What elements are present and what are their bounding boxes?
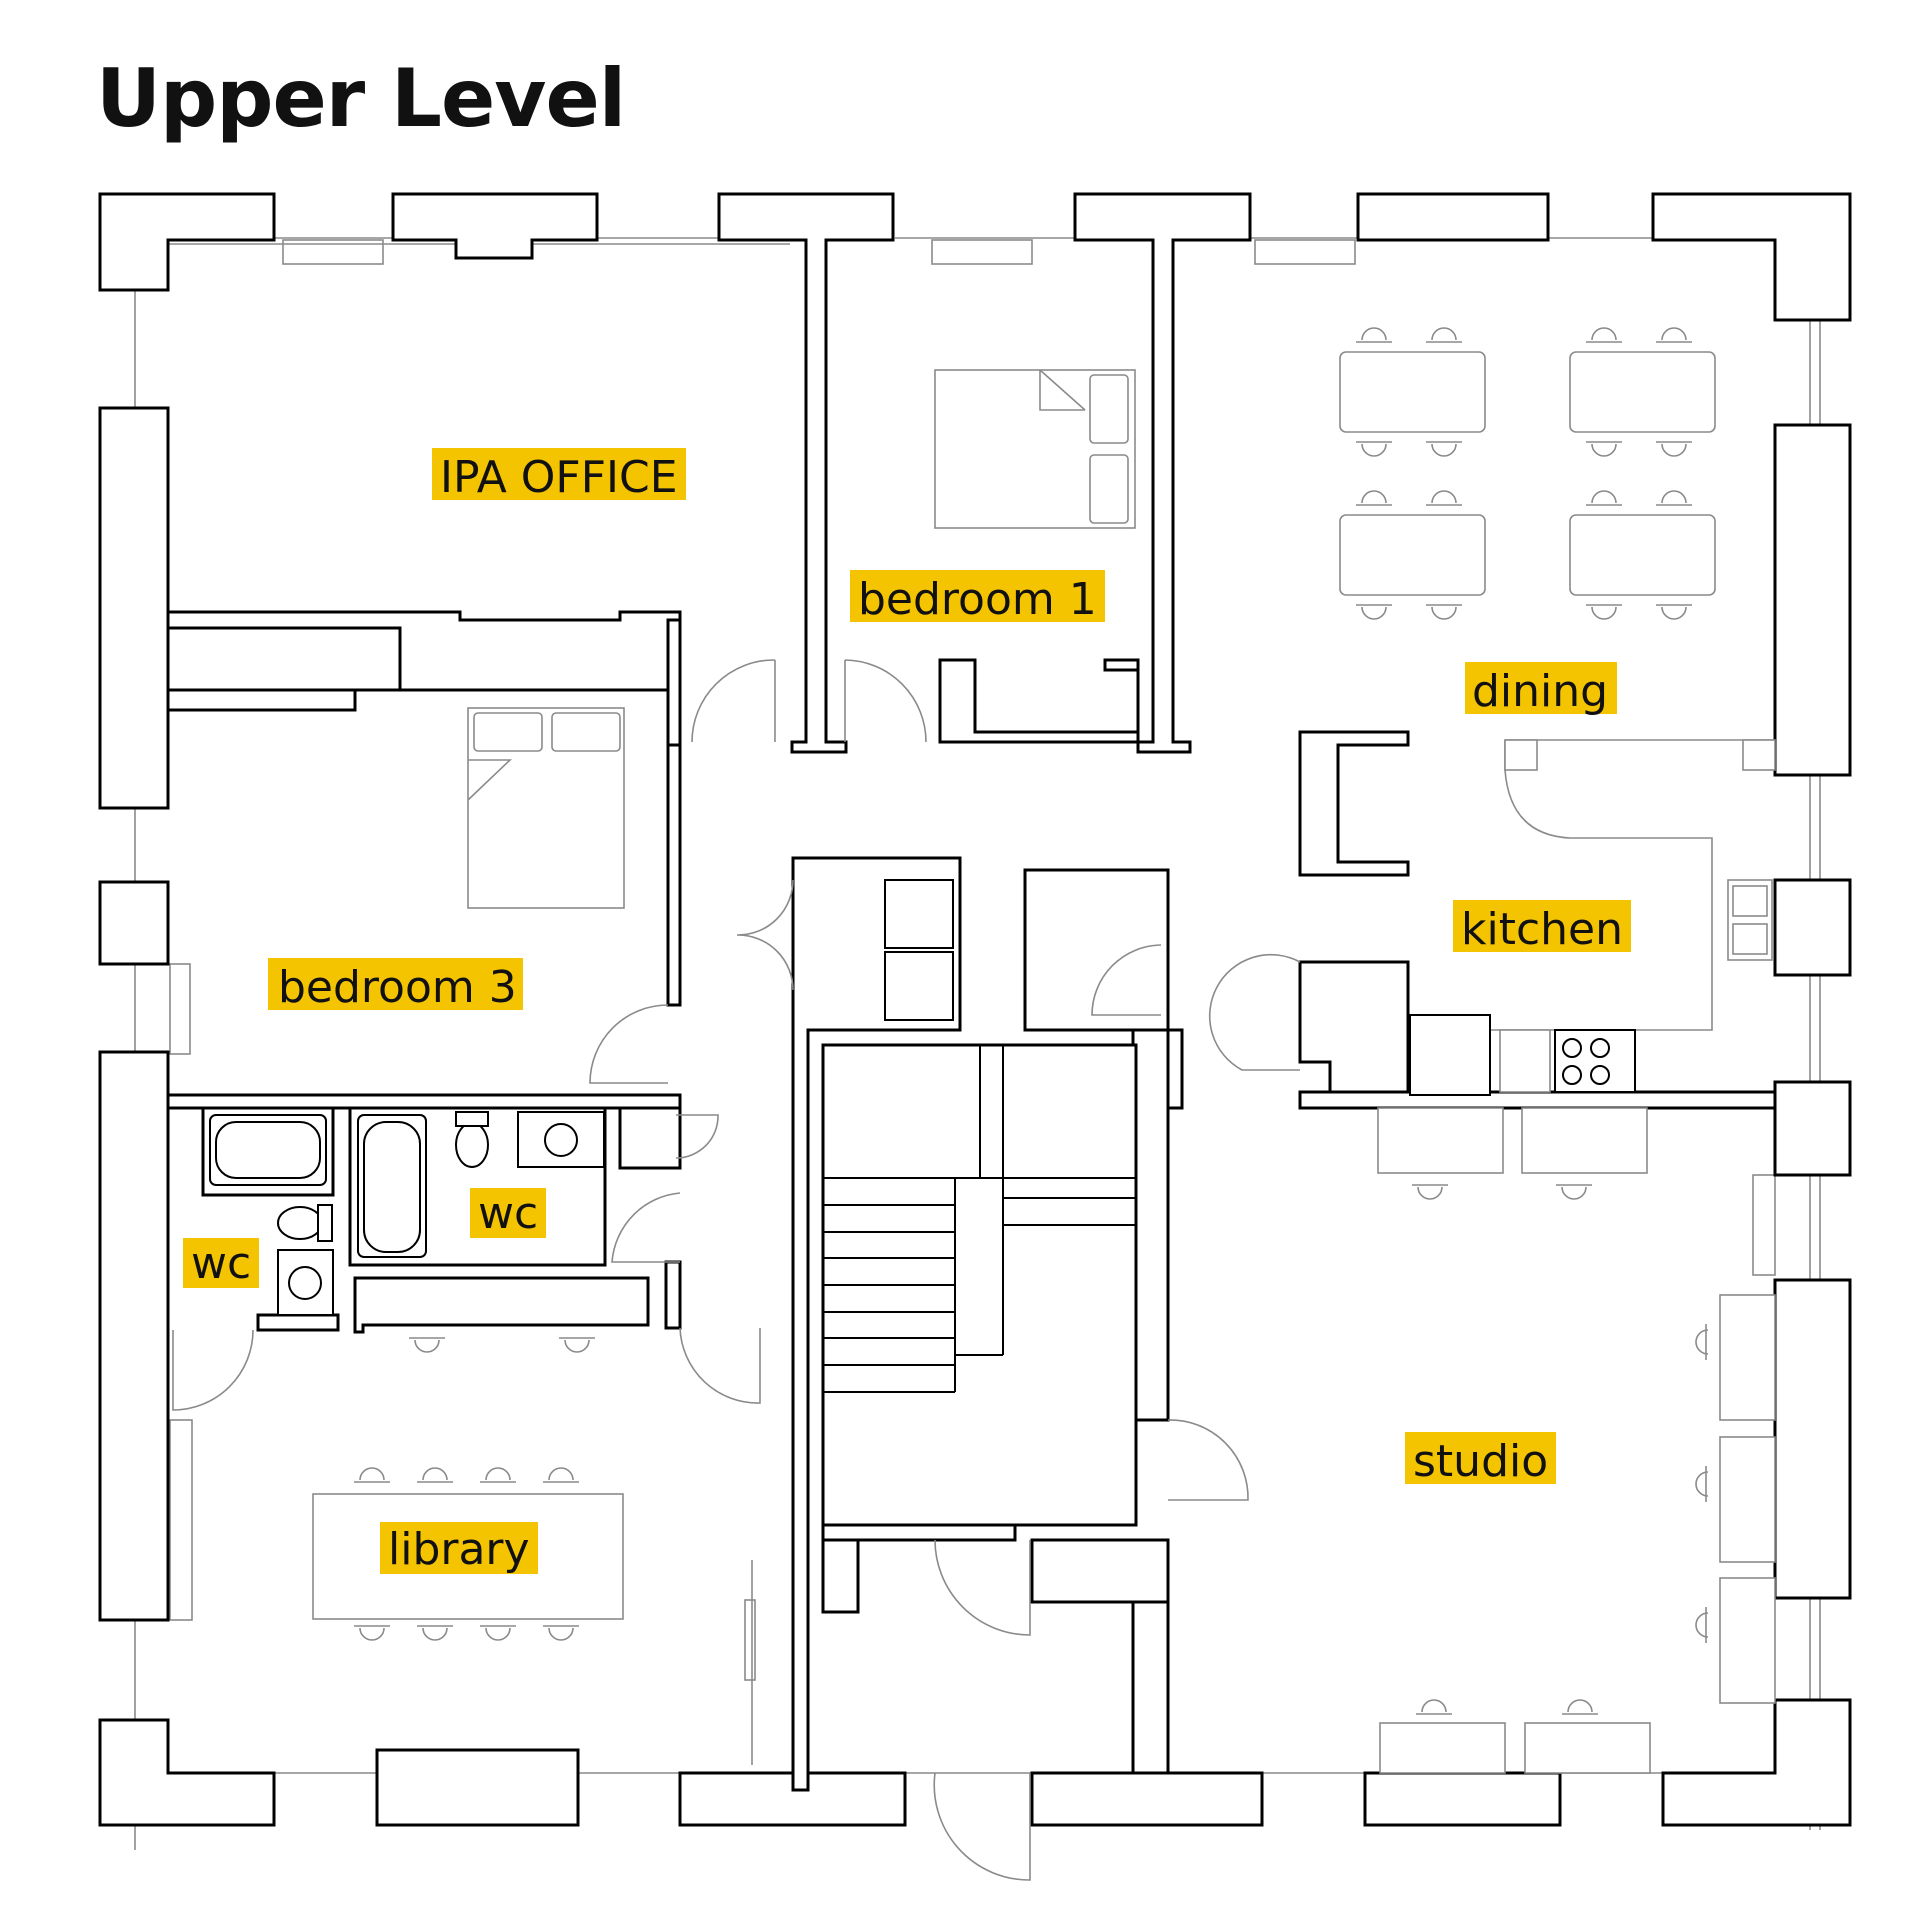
page-title: Upper Level bbox=[96, 52, 626, 145]
doors bbox=[172, 659, 1301, 1881]
bathroom-fixtures bbox=[209, 1111, 605, 1316]
bed-bedroom-1 bbox=[934, 369, 1136, 529]
label-kitchen: kitchen bbox=[1453, 900, 1631, 955]
room-labels: IPA OFFICE bedroom 1 dining bedroom 3 ki… bbox=[183, 448, 1631, 1575]
label-ipa-office: IPA OFFICE bbox=[432, 448, 686, 503]
stairs bbox=[823, 1045, 1136, 1393]
svg-text:wc: wc bbox=[478, 1188, 538, 1239]
svg-text:wc: wc bbox=[191, 1238, 251, 1289]
svg-text:kitchen: kitchen bbox=[1461, 904, 1623, 955]
bed-bedroom-3 bbox=[467, 707, 625, 909]
chairs bbox=[354, 327, 1709, 1715]
label-studio: studio bbox=[1405, 1432, 1556, 1487]
label-wc-left: wc bbox=[183, 1238, 259, 1289]
dining-tables bbox=[1339, 351, 1716, 596]
label-wc-right: wc bbox=[470, 1188, 546, 1239]
svg-text:library: library bbox=[388, 1524, 530, 1575]
kitchen-fixtures bbox=[1409, 739, 1776, 1096]
label-bedroom-3: bedroom 3 bbox=[268, 958, 523, 1013]
label-bedroom-1: bedroom 1 bbox=[850, 570, 1105, 625]
label-library: library bbox=[380, 1522, 538, 1575]
svg-text:studio: studio bbox=[1413, 1436, 1548, 1487]
svg-text:bedroom 3: bedroom 3 bbox=[278, 962, 517, 1013]
svg-text:dining: dining bbox=[1472, 666, 1608, 717]
closet-shelves bbox=[884, 879, 954, 1021]
exterior-walls bbox=[98, 192, 1852, 1827]
label-dining: dining bbox=[1465, 662, 1617, 717]
svg-text:bedroom 1: bedroom 1 bbox=[858, 574, 1097, 625]
svg-text:IPA OFFICE: IPA OFFICE bbox=[440, 452, 678, 503]
desks bbox=[312, 1107, 1776, 1774]
